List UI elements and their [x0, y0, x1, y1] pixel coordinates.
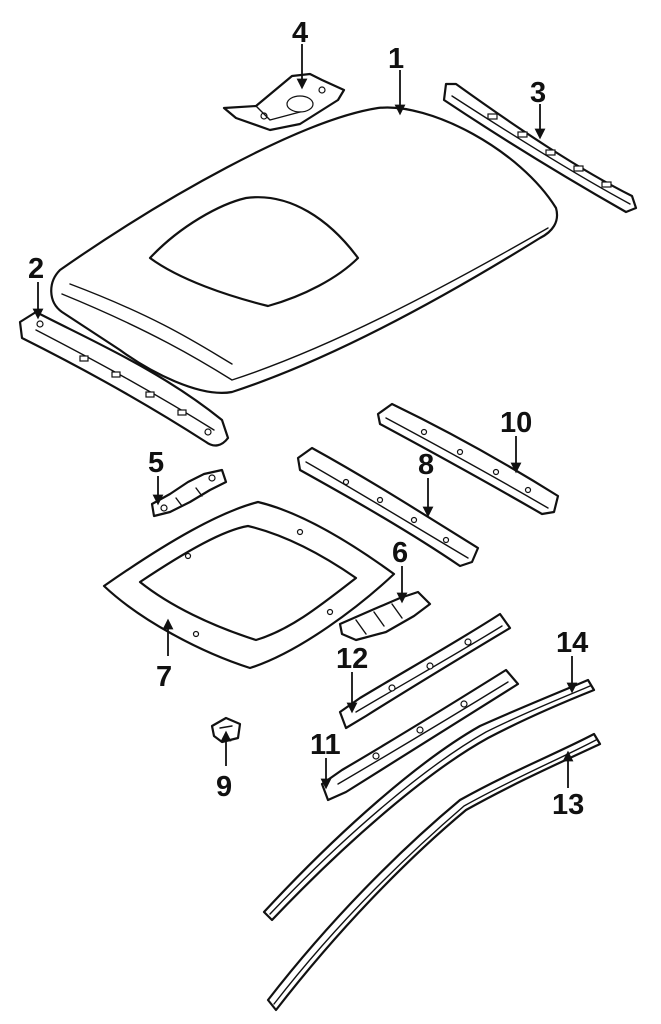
callout-10: 10	[500, 407, 532, 439]
callout-12: 12	[336, 643, 368, 675]
callout-5: 5	[148, 447, 164, 479]
rear-header-rail	[442, 82, 638, 214]
retainer-clip	[210, 716, 242, 744]
side-roof-rail-outer	[320, 668, 520, 802]
roof-bracket	[222, 72, 346, 132]
callout-7: 7	[156, 661, 172, 693]
callout-9: 9	[216, 771, 232, 803]
callout-11: 11	[310, 729, 341, 761]
front-header-rail	[18, 310, 230, 447]
roof-panel	[50, 106, 559, 394]
drip-molding-lower	[266, 732, 602, 1012]
callout-2: 2	[28, 253, 44, 285]
leader-lines	[32, 44, 578, 790]
drip-molding-upper	[262, 678, 596, 922]
callout-4: 4	[292, 17, 308, 49]
callout-6: 6	[392, 537, 408, 569]
header-bracket	[150, 468, 228, 518]
side-roof-rail-inner	[338, 612, 512, 730]
roof-bow-rear	[376, 402, 560, 516]
callout-3: 3	[530, 77, 546, 109]
callout-labels: 1 2 3 4 5 6 7 8 9 10 11 12 13 14	[28, 17, 588, 821]
callout-8: 8	[418, 449, 434, 481]
callout-1: 1	[388, 43, 404, 75]
sunroof-frame	[102, 500, 396, 670]
roof-bow-front	[296, 446, 480, 568]
roof-rail-bracket	[338, 590, 432, 642]
callout-14: 14	[556, 627, 588, 659]
callout-13: 13	[552, 789, 584, 821]
